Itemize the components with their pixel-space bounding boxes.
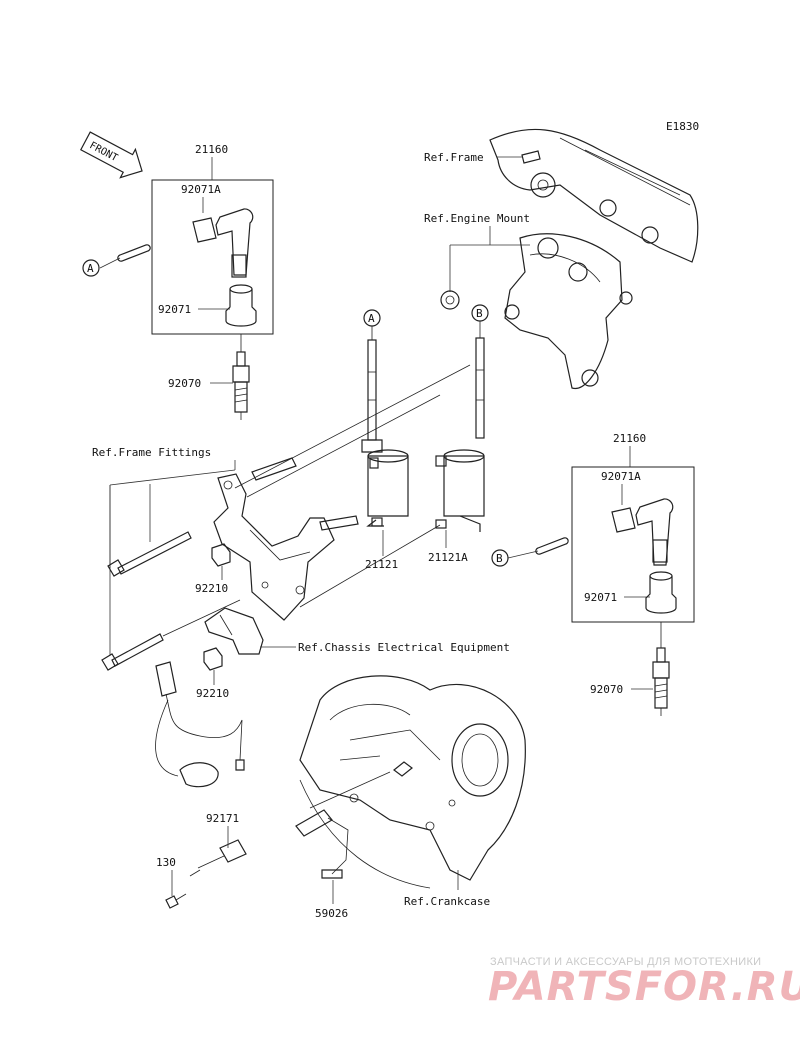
spark-plug-left [232, 351, 250, 420]
ref-frame: Ref.Frame [424, 151, 484, 164]
frame-outline [489, 128, 699, 263]
sensor-92171 [189, 839, 247, 877]
coil-ref-b: B [476, 307, 483, 320]
label-21160-left: 21160 [195, 143, 228, 156]
label-21121: 21121 [365, 558, 398, 571]
label-92071A-right: 92071A [601, 470, 641, 483]
ref-crankcase: Ref.Crankcase [404, 895, 490, 908]
bolt-long-upper [107, 531, 192, 577]
plug-cap-right [611, 498, 674, 566]
ref-chassis-electrical: Ref.Chassis Electrical Equipment [298, 641, 510, 654]
ignition-coil-21121: A [361, 309, 409, 527]
label-92071-right: 92071 [584, 591, 617, 604]
chassis-clip [204, 607, 264, 655]
label-92171: 92171 [206, 812, 239, 825]
label-130: 130 [156, 856, 176, 869]
coil-bracket [213, 457, 359, 621]
coil-ref-a: A [368, 312, 375, 325]
harness-clamp-59026 [295, 809, 349, 879]
label-92071A-left: 92071A [181, 183, 221, 196]
plug-cap-left [192, 208, 254, 278]
label-59026: 59026 [315, 907, 348, 920]
watermark-logo: PARTSFOR.RU [488, 964, 800, 1010]
label-92070-right: 92070 [590, 683, 623, 696]
ref-frame-fittings: Ref.Frame Fittings [92, 446, 211, 459]
label-92210-top: 92210 [195, 582, 228, 595]
pickup-coil-harness [155, 661, 245, 788]
nut-92210-top [211, 543, 231, 567]
label-92210-bottom: 92210 [196, 687, 229, 700]
label-92071-left: 92071 [158, 303, 191, 316]
front-label: FRONT [88, 140, 120, 164]
boot-92071-right [645, 571, 677, 614]
front-arrow-icon: FRONT [80, 131, 143, 179]
group-box-right [571, 466, 695, 623]
label-21121A: 21121A [428, 551, 468, 564]
screw-130 [165, 893, 187, 909]
label-21160-right: 21160 [613, 432, 646, 445]
spark-plug-right [652, 647, 670, 716]
ref-engine-mount: Ref.Engine Mount [424, 212, 530, 225]
boot-92071-left [225, 284, 257, 327]
ref-a-left: A [87, 262, 94, 275]
engine-mount-bracket [440, 233, 633, 389]
nut-92210-bottom [203, 647, 223, 671]
ignition-coil-21121A: B [435, 304, 489, 532]
group-box-left [151, 179, 274, 335]
bolt-long-lower [101, 599, 241, 671]
diagram-id: E1830 [666, 120, 699, 133]
watermark-top-text: ЗАПЧАСТИ И АКСЕССУАРЫ ДЛЯ МОТОТЕХНИКИ [490, 956, 761, 968]
crankcase-outline [299, 675, 526, 889]
label-92070-left: 92070 [168, 377, 201, 390]
ref-b-right: B [496, 552, 503, 565]
